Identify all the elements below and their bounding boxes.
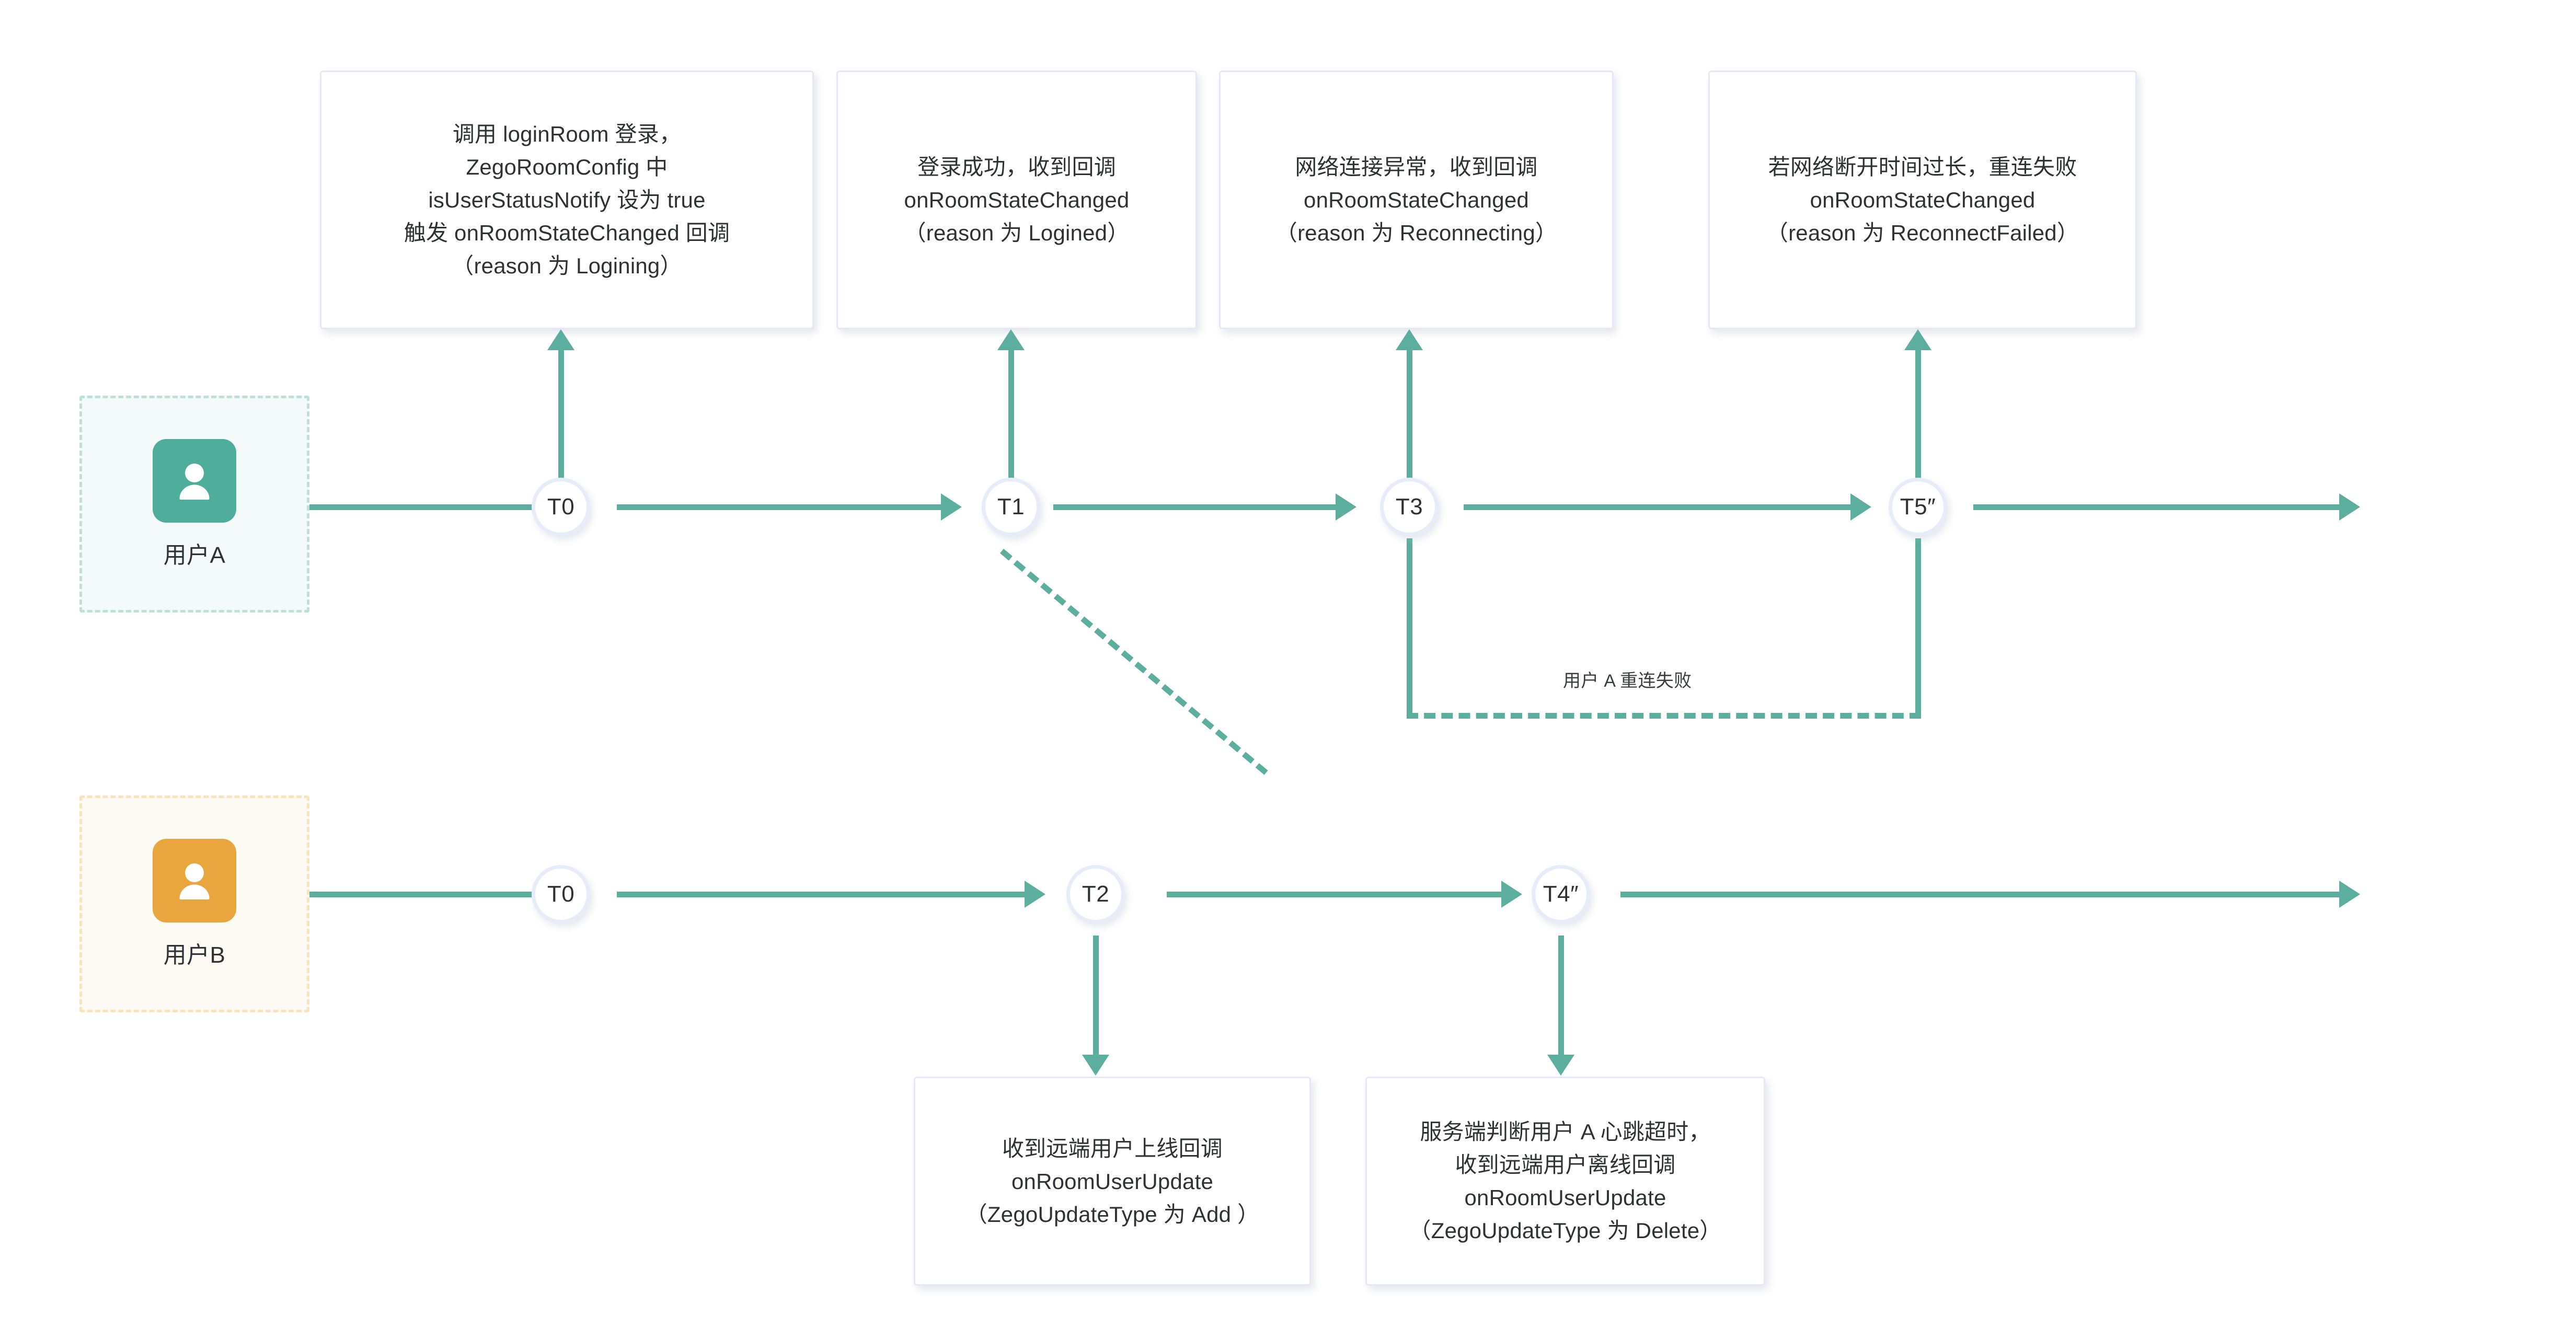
- box-user-online: 收到远端用户上线回调 onRoomUserUpdate （ZegoUpdateT…: [914, 1077, 1311, 1286]
- node-b-t4[interactable]: T4″: [1532, 865, 1590, 924]
- arrow-head-t0-up: [547, 329, 574, 350]
- arrow-head-a-t1: [941, 493, 962, 521]
- avatar: [153, 438, 236, 523]
- arrow-head-b-t4: [1501, 881, 1522, 908]
- arrow-shaft-t3-up: [1407, 348, 1412, 478]
- box-reconnect-failed: 若网络断开时间过长，重连失败 onRoomStateChanged （reaso…: [1708, 71, 2137, 329]
- node-a-t5[interactable]: T5″: [1889, 478, 1947, 536]
- timeline-a-seg-t3-t5: [1464, 504, 1850, 510]
- node-b-t0[interactable]: T0: [532, 865, 590, 924]
- timeline-a-seg-t1-t3: [1053, 504, 1336, 510]
- box-login-success: 登录成功，收到回调 onRoomStateChanged （reason 为 L…: [836, 71, 1197, 329]
- arrow-shaft-t0-up: [558, 348, 564, 478]
- timeline-b-seg-t0-t2: [617, 892, 1025, 897]
- bracket-dashed-bottom: [1407, 713, 1921, 719]
- timeline-b-seg-end: [1620, 892, 2339, 897]
- arrow-shaft-t4-down: [1558, 936, 1564, 1056]
- bracket-right-stem: [1915, 538, 1921, 719]
- node-a-t3[interactable]: T3: [1380, 478, 1439, 536]
- node-a-t0[interactable]: T0: [532, 478, 590, 536]
- arrow-head-a-t5: [1850, 493, 1871, 521]
- lane-user-a: 用户A: [79, 396, 309, 613]
- timeline-b-seg-t2-t4: [1167, 892, 1501, 897]
- bracket-left-stem: [1407, 538, 1412, 719]
- person-icon: [179, 863, 210, 899]
- box-login-call: 调用 loginRoom 登录， ZegoRoomConfig 中 isUser…: [320, 71, 814, 329]
- person-icon: [179, 463, 210, 500]
- arrow-head-b-t2: [1025, 881, 1045, 908]
- dashed-link-t1-t2: [999, 549, 1268, 775]
- node-a-t1[interactable]: T1: [982, 478, 1040, 536]
- timeline-a-seg-start: [309, 504, 539, 510]
- arrow-shaft-t1-up: [1008, 348, 1014, 478]
- arrow-head-a-end: [2339, 493, 2360, 521]
- annotation-reconnect-failed: 用户 A 重连失败: [1563, 671, 1692, 691]
- arrow-shaft-t5-up: [1915, 348, 1921, 478]
- arrow-head-a-t3: [1336, 493, 1356, 521]
- lane-label-user-a: 用户A: [163, 542, 226, 568]
- lane-user-b: 用户B: [79, 795, 309, 1012]
- timeline-b-seg-start: [309, 892, 539, 897]
- box-user-offline: 服务端判断用户 A 心跳超时， 收到远端用户离线回调 onRoomUserUpd…: [1365, 1077, 1765, 1286]
- lane-label-user-b: 用户B: [163, 942, 226, 968]
- node-b-t2[interactable]: T2: [1066, 865, 1125, 924]
- arrow-head-t2-down: [1082, 1055, 1109, 1076]
- arrow-head-t3-up: [1396, 329, 1423, 350]
- arrow-head-t4-down: [1547, 1055, 1574, 1076]
- timeline-a-seg-end: [1973, 504, 2339, 510]
- timeline-a-seg-t0-t1: [617, 504, 941, 510]
- arrow-head-t5-up: [1904, 329, 1931, 350]
- arrow-head-b-end: [2339, 881, 2360, 908]
- arrow-head-t1-up: [997, 329, 1025, 350]
- arrow-shaft-t2-down: [1093, 936, 1099, 1056]
- box-network-error: 网络连接异常，收到回调 onRoomStateChanged （reason 为…: [1219, 71, 1614, 329]
- avatar: [153, 838, 236, 922]
